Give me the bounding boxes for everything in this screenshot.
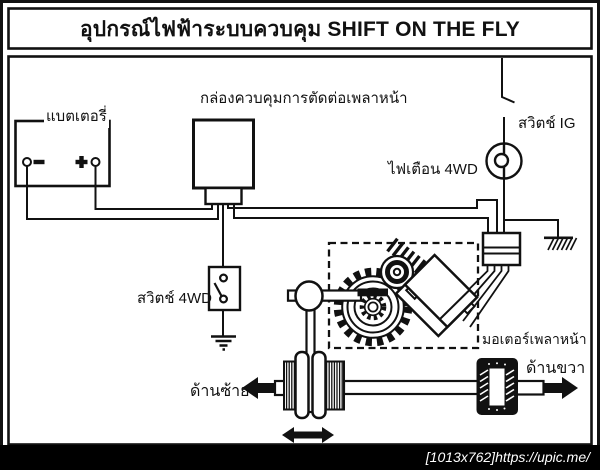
connector-block [448, 231, 522, 328]
warning-lamp-label: ไฟเตือน 4WD [388, 161, 478, 178]
fork-prong-left [294, 350, 310, 420]
minus-terminal-glyph [33, 159, 45, 165]
ig-switch-label: สวิตช์ IG [518, 115, 576, 132]
wire-to-block-upper [227, 199, 498, 233]
battery-label: แบตเตอรี่ [44, 104, 109, 128]
page-title: อุปกรณ์ไฟฟ้าระบบควบคุม SHIFT ON THE FLY [79, 18, 521, 41]
spline-sleeve [283, 350, 345, 420]
ground-symbol-left [211, 335, 236, 351]
control-box-label: กล่องควบคุมการตัดต่อเพลาหน้า [200, 90, 408, 107]
fork-prong-right [311, 350, 327, 420]
wires [26, 58, 559, 336]
ground-symbol-right [544, 236, 578, 251]
u-joint-symbol [476, 358, 518, 415]
slide-double-arrow [282, 427, 334, 443]
wire-battery-minus [26, 166, 219, 220]
wire-to-earth-ground [504, 219, 559, 237]
4wd-switch-label: สวิตช์ 4WD [137, 290, 212, 307]
left-direction-arrow [242, 377, 276, 399]
right-side-label: ด้านขวา [526, 360, 586, 377]
watermark-bar: [1013x762]https://upic.me/ [0, 445, 600, 470]
left-side-label: ด้านซ้าย [190, 383, 250, 400]
pinion-gear [379, 254, 415, 290]
watermark-text: [1013x762]https://upic.me/ [425, 449, 590, 465]
warning-lamp-bulb [485, 142, 523, 180]
control-box-symbol [192, 118, 255, 206]
right-direction-arrow [544, 377, 578, 399]
4wd-switch-symbol [207, 265, 242, 312]
wire-battery-plus [94, 166, 213, 210]
wire-ig-switch [501, 58, 515, 104]
wire-to-block-lower [233, 204, 489, 233]
motor-label: มอเตอร์เพลาหน้า [482, 331, 587, 347]
front-axle-motor-symbol [394, 253, 479, 338]
